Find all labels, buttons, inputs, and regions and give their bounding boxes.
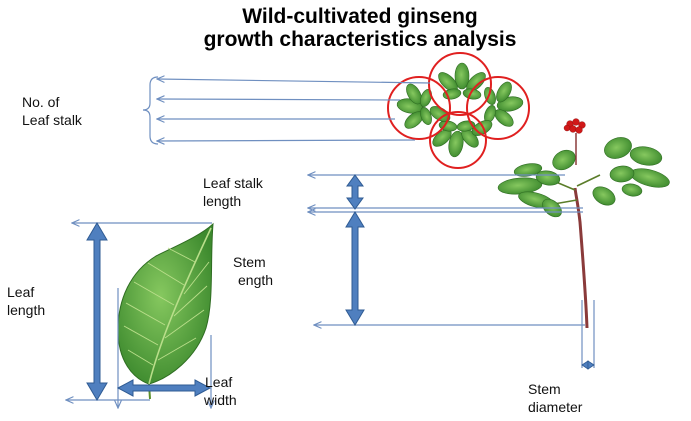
leaf-width-arrow bbox=[116, 379, 212, 397]
leaf-stalk-length-arrow bbox=[346, 174, 364, 210]
berry-cluster bbox=[563, 118, 586, 134]
label-leaf-length-line-2: length bbox=[7, 302, 46, 318]
label-stem-length-line-1: Stem bbox=[233, 254, 266, 270]
leaf-stalk-count-guides bbox=[142, 77, 431, 144]
diagram-title-line-2: growth characteristics analysis bbox=[203, 28, 517, 51]
label-leaf-length-line-1: Leaf bbox=[7, 284, 35, 300]
label-stem-diameter-line-1: Stem bbox=[528, 381, 561, 397]
diagram-title-line-1: Wild-cultivated ginseng bbox=[242, 5, 478, 28]
label-stem-length-line-2: ength bbox=[238, 272, 274, 288]
label-stem-diameter-line-2: diameter bbox=[528, 399, 583, 415]
label-no-of-leaf-stalk-line-1: No. of bbox=[22, 94, 60, 110]
label-leaf-stalk-length-line-1: Leaf stalk bbox=[203, 175, 263, 191]
stem-diameter-arrow bbox=[581, 360, 595, 370]
label-leaf-width-line-1: Leaf bbox=[205, 374, 233, 390]
label-leaf-stalk-length-line-2: length bbox=[203, 193, 242, 209]
stem-length-arrow bbox=[345, 211, 365, 326]
leaf-stalk-circles bbox=[387, 52, 530, 169]
label-no-of-leaf-stalk-line-2: Leaf stalk bbox=[22, 112, 82, 128]
leaf-length-arrow bbox=[86, 222, 108, 401]
label-leaf-width-line-2: width bbox=[204, 392, 237, 408]
single-leaf-illustration bbox=[117, 222, 214, 400]
ginseng-plant-side-view bbox=[497, 118, 670, 329]
